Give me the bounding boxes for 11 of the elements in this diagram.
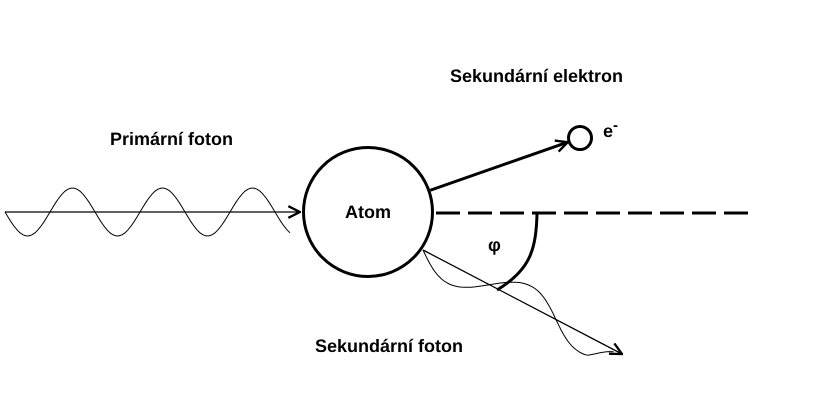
node-label: Atom <box>345 202 391 222</box>
edge-label: Sekundární elektron <box>450 67 624 85</box>
edge-label: Sekundární foton <box>315 337 463 355</box>
angle-symbol: φ <box>488 236 501 254</box>
photon-arrow <box>422 249 624 356</box>
particle-symbol: e$^{-}$ <box>603 118 618 140</box>
edge-label: Primární foton <box>110 130 234 148</box>
electron-circle <box>567 125 593 151</box>
photon-arrow <box>4 188 302 236</box>
atom-circle <box>302 146 434 278</box>
electron-arrow <box>430 139 569 192</box>
